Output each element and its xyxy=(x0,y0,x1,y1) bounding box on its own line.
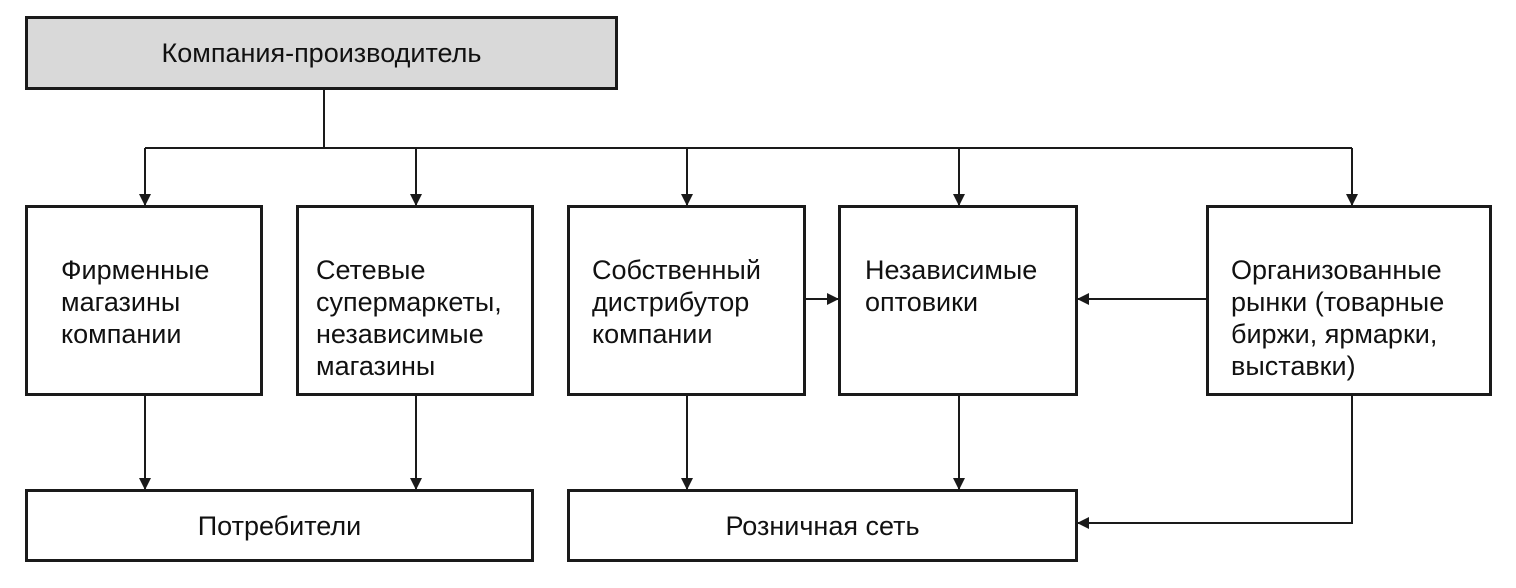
retail-box: Розничная сеть xyxy=(567,489,1078,562)
consumers-box: Потребители xyxy=(25,489,534,562)
chain-stores-label: Сетевые супермаркеты, независимые магази… xyxy=(316,255,502,381)
arrow-markets-to-retail xyxy=(1077,396,1353,529)
producer-box: Компания-производитель xyxy=(25,16,618,90)
own-distributor-box: Собственный дистрибутор компании xyxy=(567,205,806,396)
brand-stores-label: Фирменные магазины компании xyxy=(61,255,210,349)
producer-label: Компания-производитель xyxy=(161,38,482,68)
organized-markets-box: Организованные рынки (товарные биржи, яр… xyxy=(1206,205,1492,396)
wholesalers-label: Независимые оптовики xyxy=(865,255,1038,317)
consumers-label: Потребители xyxy=(197,510,362,541)
brand-stores-box: Фирменные магазины компании xyxy=(25,205,263,396)
own-distributor-label: Собственный дистрибутор компании xyxy=(592,255,761,349)
retail-label: Розничная сеть xyxy=(725,510,920,541)
chain-stores-box: Сетевые супермаркеты, независимые магази… xyxy=(296,205,534,396)
wholesalers-box: Независимые оптовики xyxy=(838,205,1078,396)
organized-markets-label: Организованные рынки (товарные биржи, яр… xyxy=(1231,255,1445,381)
